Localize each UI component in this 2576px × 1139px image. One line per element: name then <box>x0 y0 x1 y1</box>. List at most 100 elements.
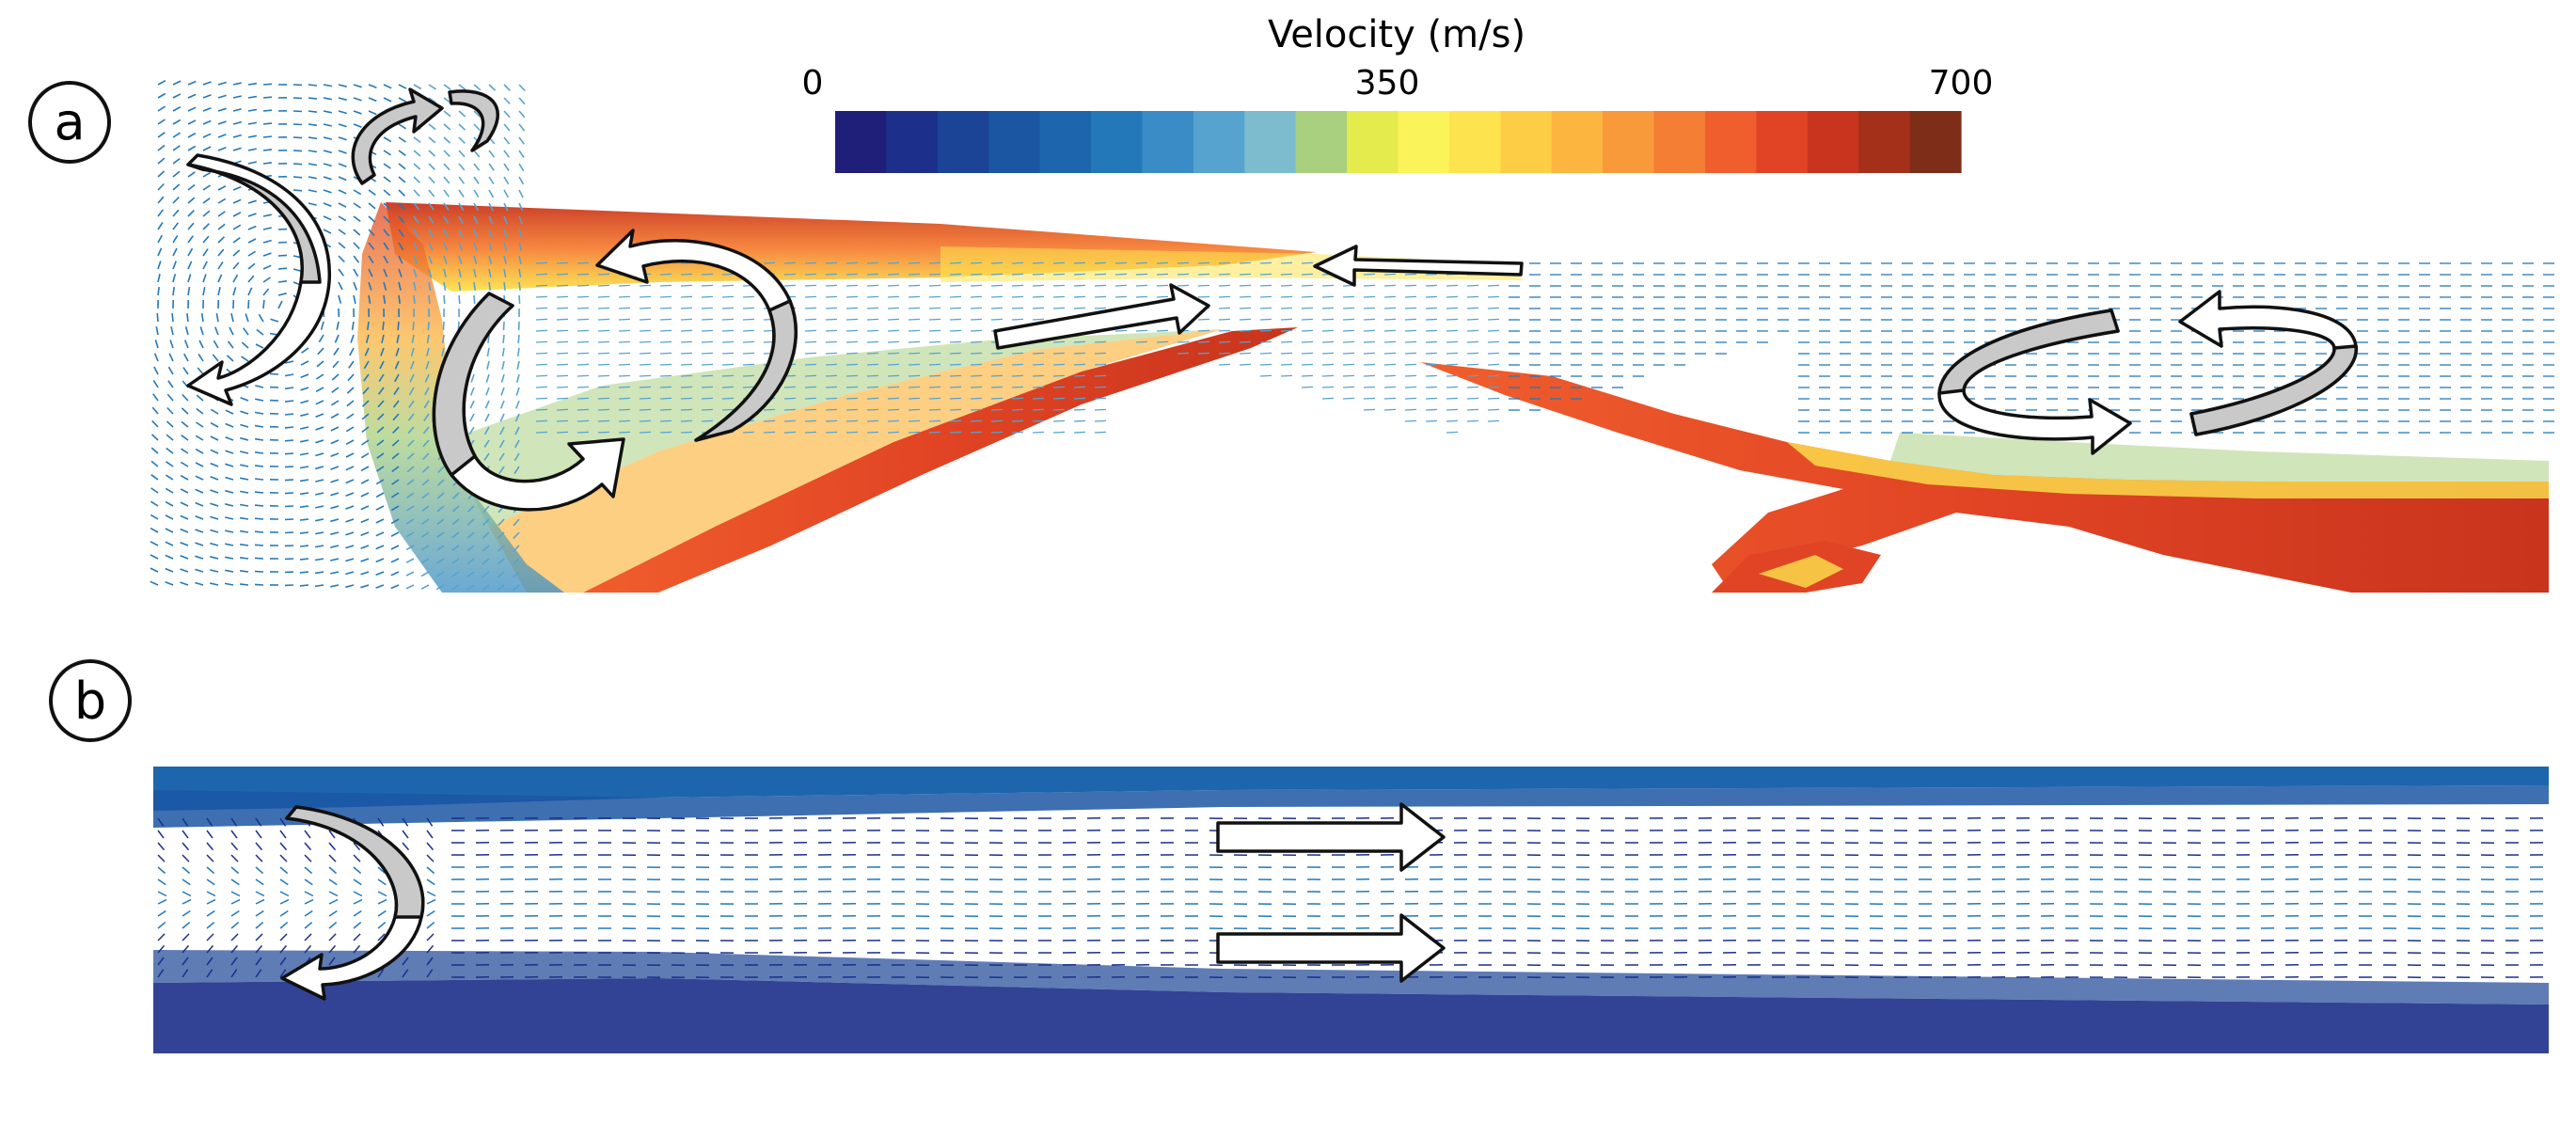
vector-glyph <box>217 287 221 296</box>
vector-glyph <box>315 505 324 509</box>
vector-glyph <box>763 431 776 434</box>
vector-glyph <box>659 397 672 400</box>
vector-glyph <box>1011 363 1024 366</box>
vector-glyph <box>383 255 389 264</box>
vector-glyph <box>1032 284 1045 287</box>
colorbar-segment <box>1756 111 1809 173</box>
vector-glyph <box>232 147 242 151</box>
vector-glyph <box>825 431 838 434</box>
vector-glyph <box>908 419 921 422</box>
vector-glyph <box>1301 318 1314 321</box>
vector-glyph <box>368 229 375 237</box>
vector-glyph <box>518 242 523 251</box>
vector-glyph <box>172 234 179 244</box>
vector-glyph <box>1094 295 1107 298</box>
vector-glyph <box>157 209 165 217</box>
vector-glyph <box>866 397 879 400</box>
vector-glyph <box>845 295 859 298</box>
vector-glyph <box>484 413 490 422</box>
vector-glyph <box>503 229 508 238</box>
vector-glyph <box>331 373 340 381</box>
vector-glyph <box>500 373 505 383</box>
vector-glyph <box>330 413 340 419</box>
vector-glyph <box>172 93 182 99</box>
vector-glyph <box>503 189 510 198</box>
vector-glyph <box>556 329 569 332</box>
vector-glyph <box>292 150 303 152</box>
vector-glyph <box>413 150 421 157</box>
vector-glyph <box>1404 408 1417 411</box>
vector-glyph <box>1011 284 1024 287</box>
vector-glyph <box>556 431 569 434</box>
vector-glyph <box>866 329 879 332</box>
vector-glyph <box>247 161 257 165</box>
vector-glyph <box>825 295 838 298</box>
vector-glyph <box>1094 397 1107 400</box>
vector-glyph <box>970 386 983 388</box>
vector-glyph <box>397 321 400 331</box>
vector-glyph <box>157 817 165 827</box>
vector-glyph <box>240 490 249 494</box>
vector-glyph <box>199 326 204 336</box>
vector-glyph <box>398 176 406 183</box>
vector-glyph <box>187 261 193 270</box>
vector-glyph <box>473 176 480 184</box>
vector-glyph <box>345 479 355 484</box>
vector-glyph <box>304 922 313 929</box>
vector-glyph <box>518 123 526 132</box>
vector-glyph <box>255 944 263 954</box>
vector-glyph <box>166 406 174 415</box>
vector-glyph <box>376 452 385 459</box>
vector-glyph <box>375 558 385 563</box>
vector-glyph <box>255 922 264 929</box>
vector-glyph <box>488 202 494 212</box>
vector-glyph <box>380 347 385 356</box>
vector-glyph <box>230 313 234 323</box>
vector-glyph <box>377 969 385 978</box>
vector-glyph <box>866 352 879 355</box>
vector-glyph <box>887 363 900 366</box>
vector-glyph <box>383 242 389 250</box>
vector-glyph <box>210 502 219 507</box>
vector-glyph <box>413 189 420 198</box>
vector-glyph <box>153 366 159 375</box>
vector-glyph <box>284 452 294 455</box>
vector-glyph <box>217 236 226 244</box>
vector-glyph <box>157 170 166 178</box>
vector-glyph <box>1466 363 1479 366</box>
vector-glyph <box>360 466 370 472</box>
vector-glyph <box>180 528 189 533</box>
vector-glyph <box>247 121 258 125</box>
vector-glyph <box>328 910 338 917</box>
vector-glyph <box>406 505 415 512</box>
vector-glyph <box>195 542 204 546</box>
vector-glyph <box>1446 340 1459 343</box>
vector-glyph <box>1446 408 1459 411</box>
vector-glyph <box>390 545 400 550</box>
vector-glyph <box>1446 397 1459 400</box>
panel-a-label-text: a <box>54 92 85 151</box>
colorbar-segment <box>1398 111 1450 173</box>
vector-glyph <box>421 518 430 525</box>
vector-glyph <box>423 413 430 421</box>
vector-glyph <box>376 426 385 434</box>
vector-glyph <box>1094 340 1107 343</box>
vector-glyph <box>721 340 735 343</box>
vector-glyph <box>577 261 590 264</box>
vector-glyph <box>970 419 983 422</box>
vector-glyph <box>328 842 337 851</box>
vector-glyph <box>196 394 204 402</box>
vector-glyph <box>255 891 265 897</box>
vector-glyph <box>182 393 189 402</box>
vector-glyph <box>866 295 879 298</box>
vector-glyph <box>597 329 610 332</box>
vector-glyph <box>514 426 520 435</box>
vector-glyph <box>255 842 263 851</box>
vector-glyph <box>501 360 505 370</box>
vector-glyph <box>157 144 166 151</box>
vector-glyph <box>247 82 258 86</box>
vector-glyph <box>422 426 430 435</box>
vector-glyph <box>426 842 435 851</box>
vector-glyph <box>206 830 213 839</box>
vector-glyph <box>230 866 240 875</box>
